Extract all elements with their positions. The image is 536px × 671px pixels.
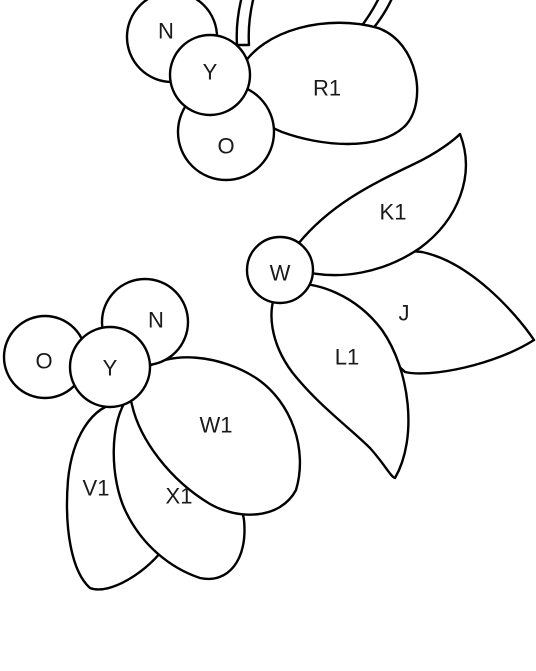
label-Y: Y [203,60,218,85]
label-O: O [35,349,52,374]
group-right: K1 W J L1 [245,132,536,480]
label-K1: K1 [380,200,407,225]
shape-L1 [270,282,410,480]
group-top: N Y R1 O [125,0,419,182]
shape-Y [168,33,252,117]
top-leaf-stem-left [235,0,255,47]
label-N: N [148,308,164,333]
label-O: O [217,134,234,159]
shape-W1 [128,356,302,516]
group-left: O N Y W1 V1 X1 [2,277,302,591]
label-L1: L1 [335,345,359,370]
label-X1: X1 [166,484,193,509]
label-W: W [270,261,291,286]
shape-Y [68,325,152,409]
label-W1: W1 [200,413,233,438]
label-N: N [158,19,174,44]
top-leaf-stem-right [358,0,393,32]
label-Y: Y [103,356,118,381]
shape-W [245,235,315,305]
label-R1: R1 [313,76,341,101]
label-V1: V1 [83,476,110,501]
shape-K1 [296,132,468,277]
label-J: J [399,301,410,326]
